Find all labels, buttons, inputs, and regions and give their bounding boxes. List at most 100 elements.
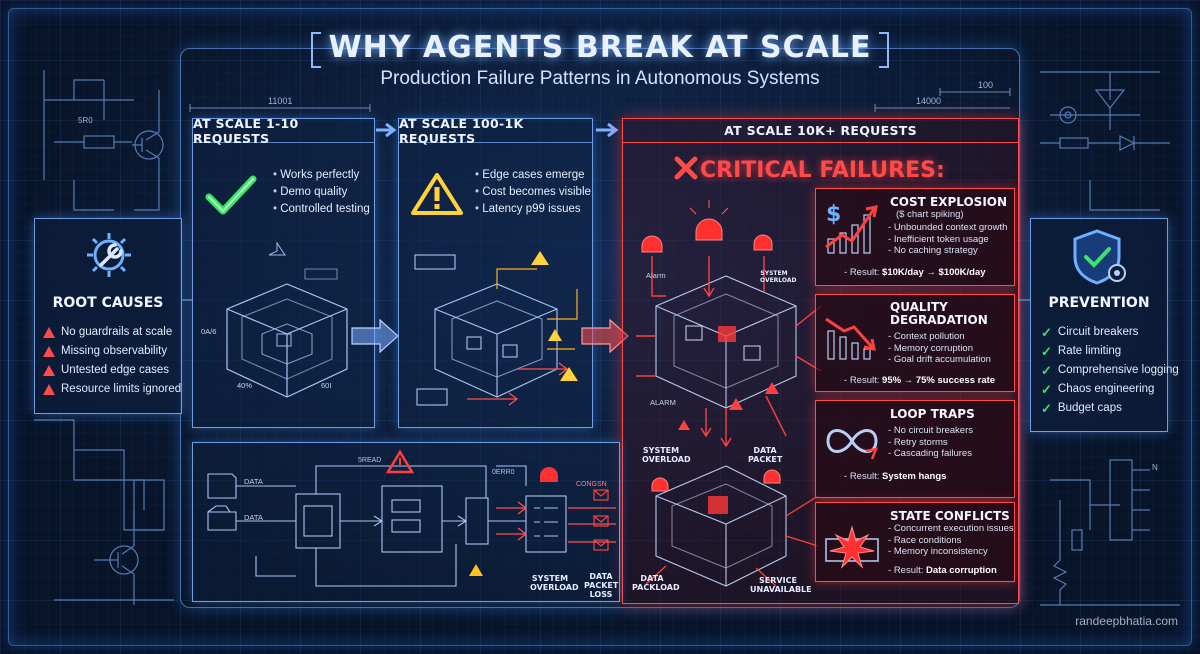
- data-packet-label: DATA PACKET: [748, 446, 783, 464]
- failure-result: - Result: 95% → 75% success rate: [844, 375, 996, 386]
- drawing-label: 0A/6: [201, 327, 217, 336]
- critical-failures-title: CRITICAL FAILURES:: [700, 158, 945, 183]
- root-causes-panel: ROOT CAUSES No guardrails at scale Missi…: [34, 218, 182, 414]
- svg-text:CONGSN: CONGSN: [576, 481, 607, 488]
- list-item: No caching strategy: [888, 245, 1007, 257]
- check-icon: ✓: [1041, 363, 1052, 378]
- prevention-list: ✓Circuit breakers ✓Rate limiting ✓Compre…: [1041, 323, 1179, 418]
- failure-result: - Result: $10K/day → $100K/day: [844, 267, 986, 278]
- list-item: Untested edge cases: [43, 361, 181, 380]
- arrow-right-icon: [376, 122, 397, 138]
- page-title: WHY AGENTS BREAK AT SCALE: [310, 30, 890, 68]
- dimension-label-1: 11001: [268, 96, 293, 106]
- failure-items: Unbounded context growth Inefficient tok…: [888, 222, 1008, 257]
- dimension-label-3: 14000: [916, 96, 942, 106]
- collision-icon: [825, 525, 879, 569]
- failure-result: - Result: System hangs: [844, 471, 947, 482]
- list-item: Retry storms: [888, 437, 973, 449]
- drawing-label: 40%: [237, 381, 253, 390]
- data-label: DATA: [244, 513, 263, 522]
- list-item: Race conditions: [888, 535, 1014, 547]
- check-icon: ✓: [1041, 344, 1052, 359]
- failure-title: LOOP TRAPS: [890, 407, 975, 421]
- list-item: Unbounded context growth: [888, 222, 1008, 234]
- drawing-label: Alarm: [646, 271, 666, 280]
- cost-chart-icon: $: [825, 202, 878, 254]
- list-item: Latency p99 issues: [475, 201, 591, 218]
- list-item: Controlled testing: [273, 201, 370, 218]
- list-item: Missing observability: [43, 342, 181, 361]
- list-item: ✓Comprehensive logging: [1041, 363, 1179, 378]
- circuit-schematic-right: N: [1040, 71, 1180, 606]
- list-item: Context pollution: [888, 331, 991, 343]
- infinity-loop-icon: [826, 429, 879, 460]
- list-item: Edge cases emerge: [475, 167, 591, 184]
- root-causes-title: ROOT CAUSES: [52, 295, 164, 311]
- list-item: ✓Chaos engineering: [1041, 382, 1155, 397]
- list-item: Cost becomes visible: [475, 184, 591, 201]
- prevention-title: PREVENTION: [1048, 295, 1150, 311]
- data-packload-label: DATA PACKLOAD: [632, 574, 680, 592]
- shield-check-icon: [1073, 229, 1126, 285]
- failure-result: - Result: Data corruption: [888, 565, 997, 576]
- failure-subtitle: ($ chart spiking): [896, 209, 964, 220]
- prevention-panel: PREVENTION ✓Circuit breakers ✓Rate limit…: [1030, 218, 1179, 432]
- list-item: Cascading failures: [888, 448, 973, 460]
- drawing-label: 60I: [321, 381, 332, 390]
- svg-text:5READ: 5READ: [358, 457, 381, 464]
- list-item: Memory corruption: [888, 343, 991, 355]
- stage-1-header: AT SCALE 1-10 REQUESTS: [193, 116, 374, 146]
- failure-card-quality-degradation: QUALITY DEGRADATION Context pollution Me…: [815, 294, 1015, 392]
- drawing-label: ALARM: [650, 398, 676, 407]
- declining-chart-icon: [825, 317, 876, 360]
- list-item: Resource limits ignored: [43, 380, 181, 399]
- svg-text:N: N: [1152, 463, 1158, 472]
- svg-text:0ERR0: 0ERR0: [492, 469, 515, 476]
- dimension-label-2: 100: [978, 80, 994, 90]
- list-item: ✓Budget caps: [1041, 401, 1122, 416]
- flow-arrow-red-icon: [581, 318, 629, 354]
- warning-icon: [43, 327, 55, 338]
- stage-2-header: AT SCALE 100-1K REQUESTS: [399, 116, 592, 146]
- flow-arrow-icon: [351, 318, 399, 354]
- watermark: randeepbhatia.com: [1075, 614, 1178, 628]
- failure-items: Concurrent execution issues Race conditi…: [888, 523, 1014, 558]
- warning-icon: [43, 384, 55, 395]
- outer-frame: [8, 8, 1192, 646]
- warning-icon: [43, 365, 55, 376]
- service-unavailable-label: SERVICE UNAVAILABLE: [750, 576, 812, 594]
- failure-card-loop-traps: LOOP TRAPS No circuit breakers Retry sto…: [815, 400, 1015, 498]
- stage-panel-2: AT SCALE 100-1K REQUESTS Edge cases emer…: [398, 116, 593, 428]
- list-item: ✓Circuit breakers: [1041, 325, 1139, 340]
- x-icon: [674, 156, 698, 180]
- check-icon: ✓: [1041, 325, 1052, 340]
- drawing-label: SYSTEM OVERLOAD: [760, 270, 797, 284]
- warning-icon: [43, 346, 55, 357]
- circuit-schematic-left: 5R0: [34, 70, 174, 605]
- isometric-box-drawing: [226, 241, 348, 398]
- title-container: WHY AGENTS BREAK AT SCALE: [0, 30, 1200, 68]
- stage-panel-1: AT SCALE 1-10 REQUESTS Works perfectly D…: [192, 116, 375, 428]
- arrow-right-icon: [596, 122, 619, 138]
- complex-box-drawing: [414, 251, 578, 406]
- svg-text:5R0: 5R0: [78, 116, 93, 125]
- data-packet-loss-label: DATA PACKET LOSS: [584, 572, 619, 599]
- critical-system-drawing: [636, 200, 822, 587]
- failure-items: No circuit breakers Retry storms Cascadi…: [888, 425, 973, 460]
- page-subtitle: Production Failure Patterns in Autonomou…: [380, 68, 820, 89]
- check-icon: [205, 175, 257, 215]
- root-causes-list: No guardrails at scale Missing observabi…: [43, 323, 181, 399]
- failure-card-cost-explosion: $ COST EXPLOSION ($ chart spiking) Unbou…: [815, 188, 1015, 286]
- failure-card-state-conflicts: STATE CONFLICTS Concurrent execution iss…: [815, 502, 1015, 582]
- failure-title: COST EXPLOSION: [890, 195, 1008, 209]
- list-item: Goal drift accumulation: [888, 354, 991, 366]
- data-label: DATA: [244, 477, 263, 486]
- list-item: Works perfectly: [273, 167, 370, 184]
- list-item: Inefficient token usage: [888, 234, 1007, 246]
- stage-2-bullets: Edge cases emerge Cost becomes visible L…: [475, 167, 591, 218]
- check-icon: ✓: [1041, 401, 1052, 416]
- list-item: ✓Rate limiting: [1041, 344, 1122, 359]
- gear-wrench-icon: [87, 233, 131, 277]
- failure-title: QUALITY DEGRADATION: [890, 300, 988, 327]
